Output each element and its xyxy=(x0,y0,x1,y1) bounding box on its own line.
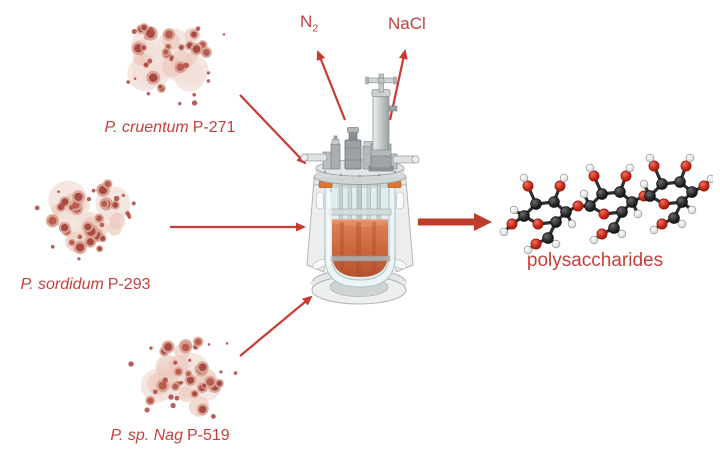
label-nacl: NaCl xyxy=(388,14,426,33)
species-name: P. cruentum xyxy=(104,119,189,136)
nitrogen-subscript: 2 xyxy=(312,22,319,35)
strain-code: P-271 xyxy=(192,119,236,136)
glass-highlight xyxy=(327,192,332,266)
algae-cluster-p-sordidum xyxy=(34,179,136,261)
reactor-ports xyxy=(300,127,420,170)
species-name: P. sordidum xyxy=(20,276,104,293)
label-nitrogen-gas: N2 xyxy=(300,13,318,34)
algae-cluster-p-sp-nag xyxy=(128,336,238,419)
polysaccharide-molecule xyxy=(499,153,713,255)
algae-cluster-p-cruentum xyxy=(126,23,226,106)
bioreactor-illustration xyxy=(300,73,420,305)
label-polysaccharides: polysaccharides xyxy=(526,250,664,271)
reactor-clamp-band-lower xyxy=(329,255,391,262)
strain-code: P-519 xyxy=(186,427,230,444)
reactor-stirrer-column xyxy=(365,73,398,172)
nitrogen-symbol: N xyxy=(300,12,313,31)
arrow-nitrogen-out xyxy=(316,50,347,121)
species-name: P. sp. Nag xyxy=(110,427,183,444)
reactor-clamp-band-upper xyxy=(328,208,392,216)
strain-code: P-293 xyxy=(107,276,151,293)
arrow-reactor-to-product xyxy=(418,213,492,231)
molecule-atoms xyxy=(499,153,713,255)
arrow-strain1-to-reactor xyxy=(239,94,307,165)
arrow-strain3-to-reactor xyxy=(239,295,313,357)
reactor-culture-liquid xyxy=(332,219,388,277)
